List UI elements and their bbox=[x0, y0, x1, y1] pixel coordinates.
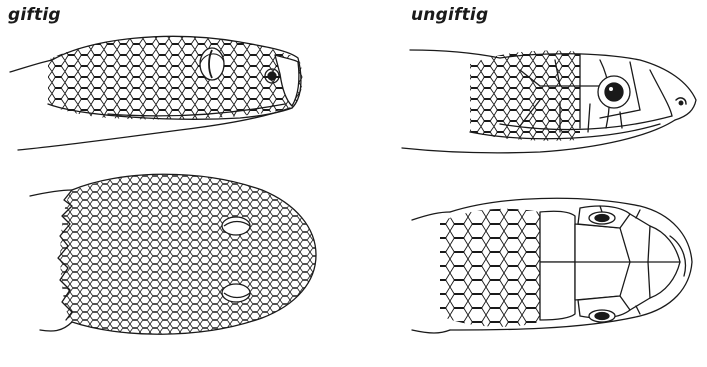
colubrid-head-side-view bbox=[402, 50, 696, 153]
viper-eye-side bbox=[200, 48, 224, 80]
colubrid-eye-side bbox=[598, 76, 630, 108]
viper-head-top-view bbox=[30, 160, 330, 350]
colubrid-head-top-view bbox=[412, 198, 692, 340]
viper-head-side-view bbox=[10, 30, 310, 150]
